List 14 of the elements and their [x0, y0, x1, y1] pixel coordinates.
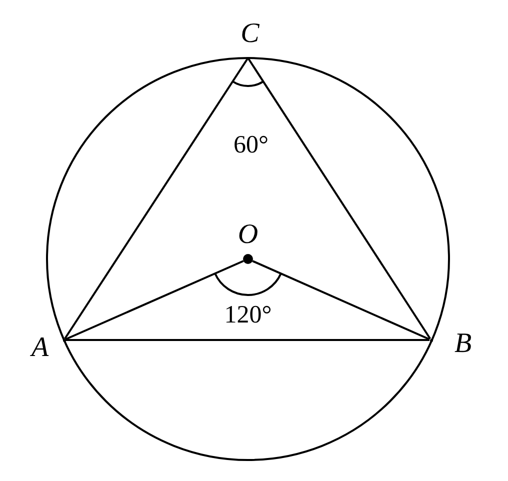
line-segment	[64, 58, 248, 340]
angle-label: 60°	[234, 132, 268, 158]
vertex-point	[430, 338, 432, 342]
line-segment	[248, 58, 432, 340]
point-label: A	[31, 334, 49, 362]
line-segment	[66, 339, 430, 341]
line-segment	[252, 260, 430, 340]
angle-label: 120°	[224, 302, 272, 328]
point-label: B	[454, 330, 472, 358]
vertex-point	[62, 338, 66, 342]
line-segment	[64, 260, 244, 340]
point-label: O	[238, 221, 258, 249]
center-point	[243, 254, 253, 264]
point-label: C	[240, 20, 260, 48]
